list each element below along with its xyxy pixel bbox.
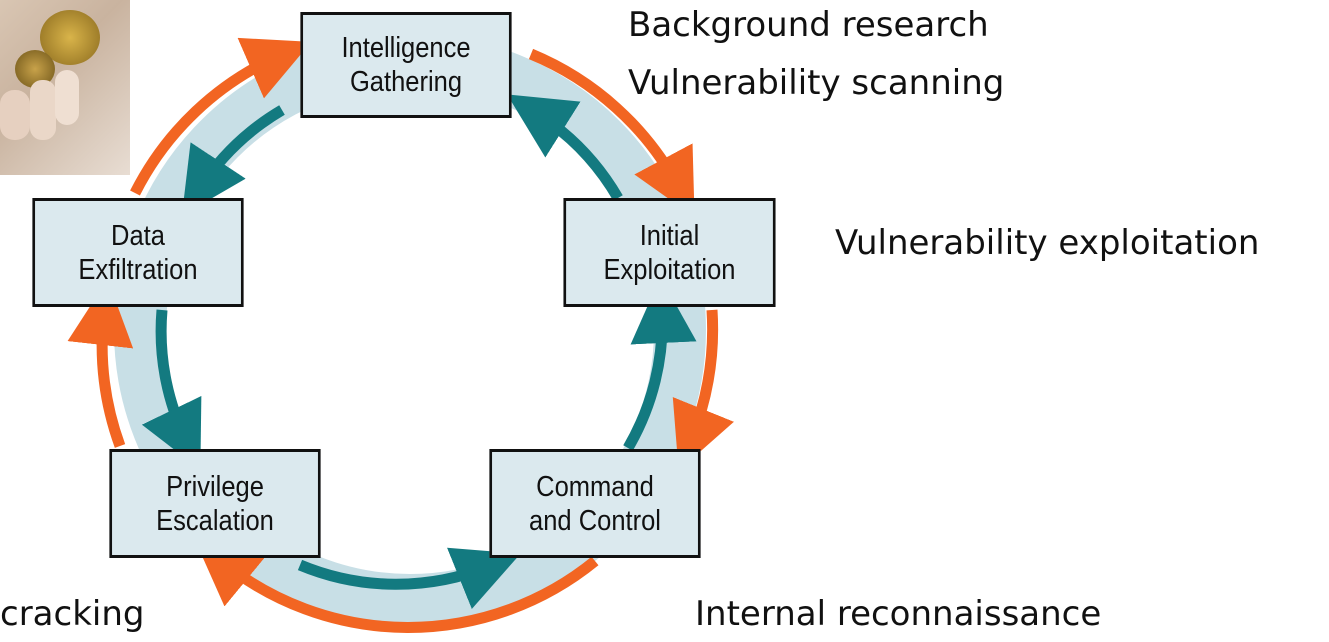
note-background-research: Background research [628, 5, 989, 45]
note-vulnerability-scanning: Vulnerability scanning [628, 63, 1005, 103]
stage-label-line: Data [111, 219, 165, 252]
stage-label-line: Exfiltration [78, 253, 198, 286]
note-internal-reconnaissance: Internal reconnaissance [695, 594, 1102, 634]
teal-arrow-exploit-to-intel [507, 94, 623, 201]
stage-label-line: Intelligence [341, 32, 471, 64]
stage-label-line: Initial [639, 219, 700, 252]
stage-label-line: Privilege [166, 470, 264, 503]
orange-arrow-c2-to-privilege [194, 539, 599, 633]
hand-with-jewelry-photo [0, 0, 130, 175]
orange-arrow-exploit-to-c2 [672, 309, 734, 471]
stage-label-line: Escalation [156, 504, 274, 537]
note-vulnerability-exploitation: Vulnerability exploitation [835, 223, 1260, 263]
stage-label-line: Command [536, 470, 654, 503]
teal-arrow-exfil-to-privilege [141, 309, 202, 470]
outer-orange-arrows [67, 37, 734, 633]
teal-arrow-privilege-to-c2 [297, 547, 521, 609]
teal-arrow-c2-to-exploit [623, 277, 697, 451]
teal-arrow-intel-to-exfil [181, 105, 285, 216]
stage-label-line: Gathering [349, 66, 463, 98]
note-cracking: cracking [0, 594, 145, 634]
stage-label-line: and Control [529, 504, 661, 537]
orange-arrow-exfil-to-intel [130, 37, 312, 196]
orange-arrow-intel-to-exploit [528, 48, 695, 218]
stage-label-line: Exploitation [603, 253, 736, 286]
orange-arrow-privilege-to-exfil [67, 279, 134, 448]
inner-teal-arrows [141, 94, 697, 609]
